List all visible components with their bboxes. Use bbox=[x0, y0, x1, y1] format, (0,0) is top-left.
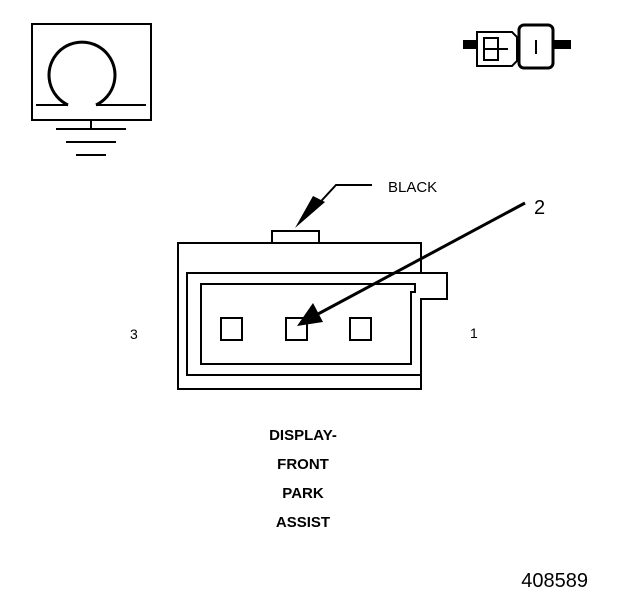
figure-number: 408589 bbox=[521, 570, 588, 592]
title-line-2: FRONT bbox=[277, 456, 329, 473]
pin-left-label: 3 bbox=[130, 326, 138, 342]
pin-pointer-arrow bbox=[297, 201, 526, 326]
pointer-number-label: 2 bbox=[534, 197, 545, 219]
pin-right-label: 1 bbox=[470, 325, 478, 341]
connector-title: DISPLAY- FRONT PARK ASSIST bbox=[269, 427, 337, 531]
title-line-4: ASSIST bbox=[276, 514, 330, 531]
omega-ground-symbol-icon bbox=[31, 23, 152, 156]
inline-connector-icon bbox=[463, 23, 571, 70]
connector-housing bbox=[177, 230, 448, 390]
title-line-3: PARK bbox=[282, 485, 324, 502]
wire-color-label: BLACK bbox=[388, 179, 437, 196]
wire-color-leader bbox=[295, 184, 372, 228]
title-line-1: DISPLAY- bbox=[269, 427, 337, 444]
pin-cavity-1 bbox=[349, 317, 372, 341]
pin-cavity-3 bbox=[220, 317, 243, 341]
